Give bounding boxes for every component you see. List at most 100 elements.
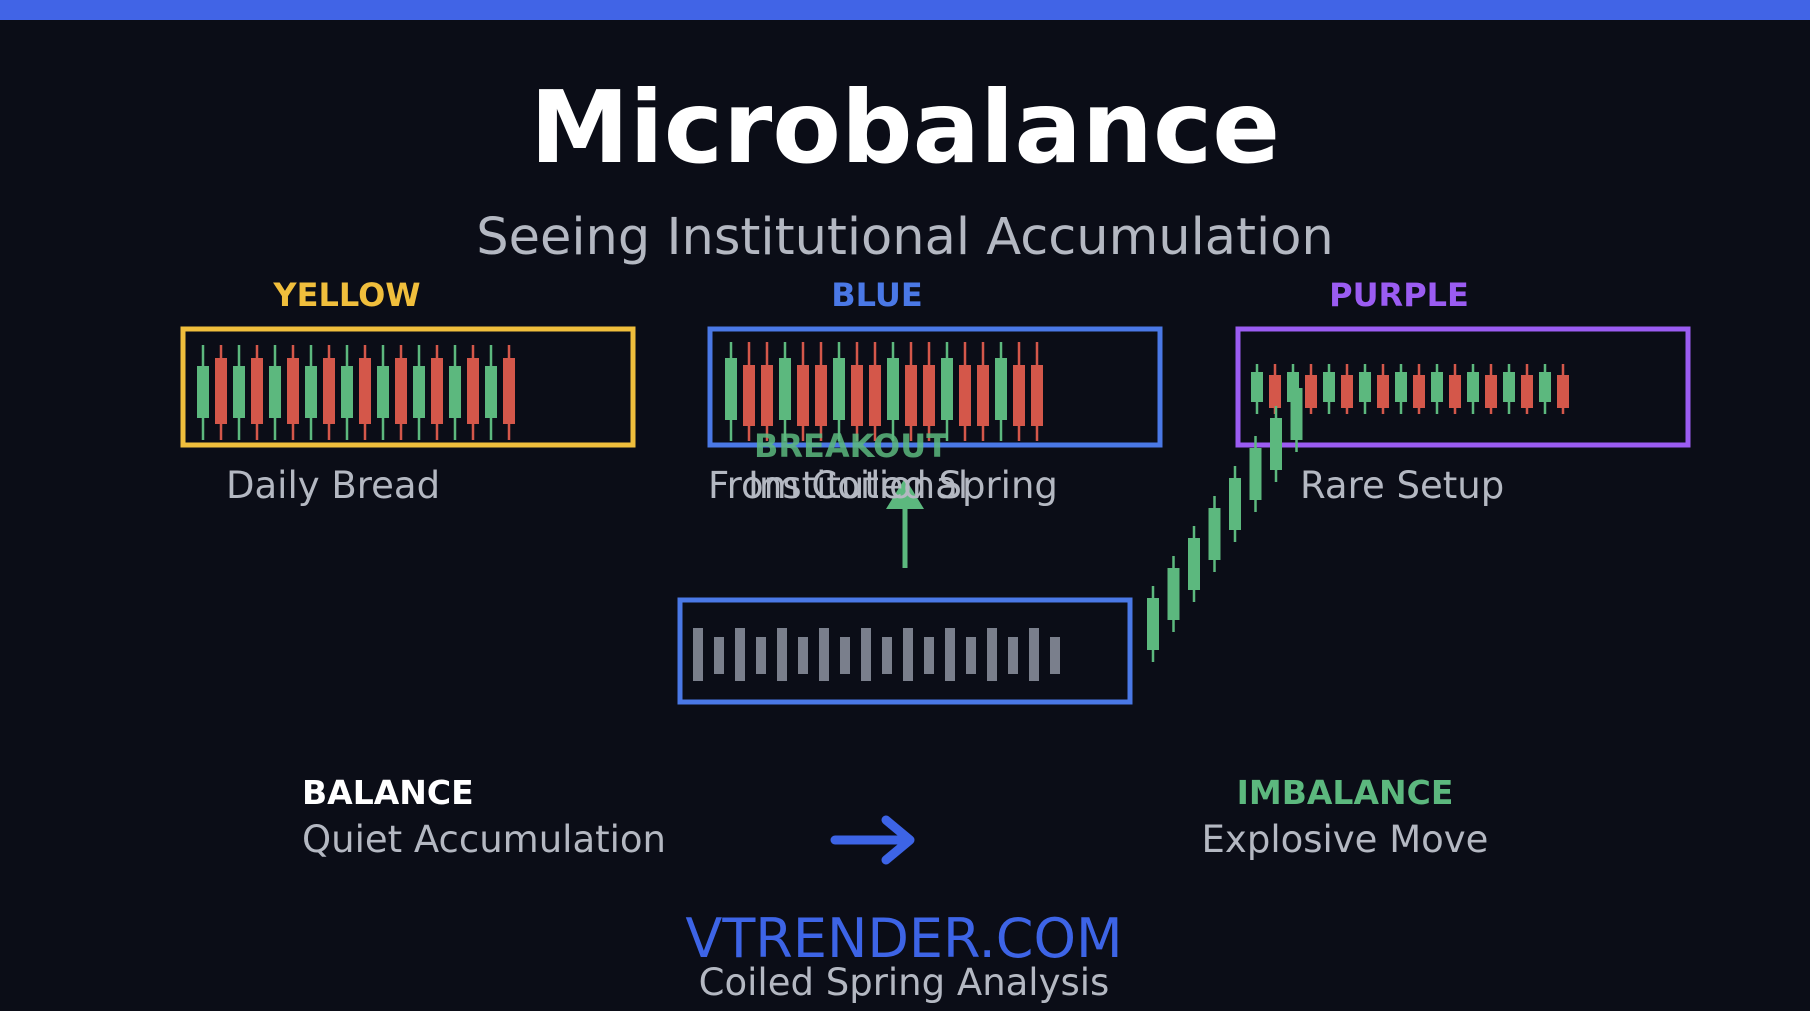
blue-panel-candle (905, 342, 917, 441)
purple-panel-candle (1485, 364, 1497, 414)
blue-panel-candle (779, 342, 791, 441)
imbalance-title: IMBALANCE (1236, 773, 1454, 812)
candle-body (1031, 365, 1043, 426)
candle-body (1521, 375, 1533, 408)
panel-heading-blue: BLUE (831, 276, 923, 314)
purple-panel-candle (1467, 364, 1479, 414)
balance-neutral-bar (1029, 628, 1039, 681)
balance-neutral-bar (903, 628, 913, 681)
arrow-up-head (886, 478, 924, 509)
purple-panel-candle (1503, 364, 1515, 414)
candle-body (1395, 372, 1407, 402)
breakout-candle (1208, 496, 1221, 572)
yellow-panel-candle (305, 345, 317, 440)
balance-neutral-bar (777, 628, 787, 681)
purple-panel-candle (1359, 364, 1371, 414)
candle-body (503, 358, 515, 424)
page-subtitle: Seeing Institutional Accumulation (476, 208, 1334, 267)
balance-neutral-bar (1008, 637, 1018, 674)
candle-body (1449, 375, 1461, 408)
yellow-panel-candle (251, 345, 263, 440)
candle-body (1229, 478, 1241, 530)
yellow-panel-candle (323, 345, 335, 440)
yellow-panel-candle (233, 345, 245, 440)
panel-frame-yellow (180, 326, 636, 448)
balance-caption: Quiet Accumulation (302, 818, 667, 861)
breakout-candle (1167, 556, 1180, 632)
yellow-panel-candle (431, 345, 443, 440)
candle-body (959, 365, 971, 426)
purple-panel-candle (1557, 364, 1569, 414)
arrow-up-icon (886, 478, 924, 568)
arrow-right-icon (830, 815, 915, 865)
blue-panel-candle (959, 342, 971, 441)
purple-panel-candle (1323, 364, 1335, 414)
candle-body (1323, 372, 1335, 402)
balance-neutral-bar (735, 628, 745, 681)
blue-panel-candle (941, 342, 953, 441)
blue-panel-candle (977, 342, 989, 441)
balance-neutral-bar (840, 637, 850, 674)
panel-caption-purple: Rare Setup (1300, 464, 1505, 507)
candle-body (467, 358, 479, 424)
arrow-icons (830, 478, 924, 865)
blue-panel-candle (923, 342, 935, 441)
candle-body (905, 365, 917, 426)
balance-neutral-bar (882, 637, 892, 674)
yellow-panel-candle (359, 345, 371, 440)
candle-body (323, 358, 335, 424)
blue-panel-candle (1031, 342, 1043, 441)
candle-body (359, 358, 371, 424)
breakout-candle (1290, 376, 1303, 452)
balance-neutral-bar (945, 628, 955, 681)
purple-panel-candle (1413, 364, 1425, 414)
candle-body (815, 365, 827, 426)
candle-body (1013, 365, 1025, 426)
purple-panel-candle (1269, 364, 1281, 414)
balance-neutral-bar (714, 637, 724, 674)
candle-body (287, 358, 299, 424)
candle-body (197, 366, 209, 418)
blue-panel-candle (1013, 342, 1025, 441)
purple-panel-candle (1449, 364, 1461, 414)
candle-body (341, 366, 353, 418)
page-title: Microbalance (529, 69, 1281, 186)
balance-neutral-bar (819, 628, 829, 681)
panel-heading-purple: PURPLE (1329, 276, 1469, 314)
candle-body (995, 358, 1007, 420)
yellow-panel-candle (503, 345, 515, 440)
candle-body (395, 358, 407, 424)
candle-body (1467, 372, 1479, 402)
candle-body (743, 365, 755, 426)
balance-neutral-bar (966, 637, 976, 674)
candle-body (1485, 375, 1497, 408)
balance-title: BALANCE (302, 773, 474, 812)
balance-neutral-bar (756, 637, 766, 674)
candle-body (1557, 375, 1569, 408)
blue-panel-candle (995, 342, 1007, 441)
candle-body (485, 366, 497, 418)
breakout-candle (1270, 406, 1282, 482)
panel-frame-purple (1235, 326, 1691, 448)
candle-body (1413, 375, 1425, 408)
balance-frame (677, 597, 1133, 705)
blue-panel-candle (743, 342, 755, 441)
breakout-candle (1188, 526, 1200, 602)
imbalance-caption: Explosive Move (1201, 818, 1489, 861)
candle-body (1167, 568, 1180, 620)
footer-site[interactable]: VTRENDER.COM (685, 907, 1123, 970)
candle-body (449, 366, 461, 418)
balance-neutral-bar (693, 628, 703, 681)
candle-body (977, 365, 989, 426)
balance-neutral-bar (798, 637, 808, 674)
candle-body (1269, 375, 1281, 408)
blue-panel-candle (797, 342, 809, 441)
yellow-panel-candle (197, 345, 209, 440)
breakout-candle (1229, 466, 1241, 542)
candle-body (1341, 375, 1353, 408)
candle-body (233, 366, 245, 418)
balance-neutral-bar (861, 628, 871, 681)
candle-body (1147, 598, 1159, 650)
panel-frames (180, 326, 1691, 705)
